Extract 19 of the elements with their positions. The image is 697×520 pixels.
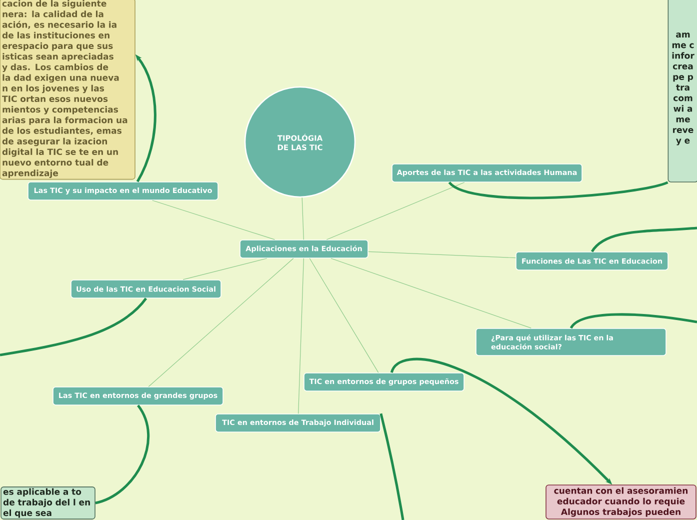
curved-line: [448, 181, 668, 200]
curved-line: [380, 413, 404, 520]
note-box: es aplicable a to de trabajo del l en el que sea: [0, 486, 96, 520]
connector-line: [298, 258, 304, 414]
connector-line: [326, 182, 465, 240]
connector-line: [330, 258, 532, 328]
curved-line: [0, 298, 147, 356]
connector-line: [148, 258, 294, 387]
note-box: cuentan con el asesoramien educador cuando lo requie Algunos trabajos pueden: [546, 484, 696, 520]
connector-line: [152, 200, 275, 240]
connector-line: [368, 251, 516, 258]
note-box: cacion de la siguiente nera: la calidad de la ación, es necesario la ia de las instituciones en erespacio para que sus isticas sean apreciadas y das. Los cambios de la dad exigen una nueva n en los jovenes y las TIC ortan esos nuevos mientos y competencias arias para la formacion ua de los estudiantes, emas de asegurar la izacion digital la TIC se te en un nuevo entorno tual de aprendizaje: [0, 0, 136, 180]
curved-line: [570, 313, 697, 329]
curved-line: [591, 226, 697, 252]
curved-line: [95, 404, 150, 504]
connector-line: [182, 258, 268, 280]
connector-line: [309, 258, 379, 373]
connector-line: [302, 197, 304, 240]
note-box: am me c infor crea pe p tra com wi a me reve y e: [668, 0, 697, 182]
